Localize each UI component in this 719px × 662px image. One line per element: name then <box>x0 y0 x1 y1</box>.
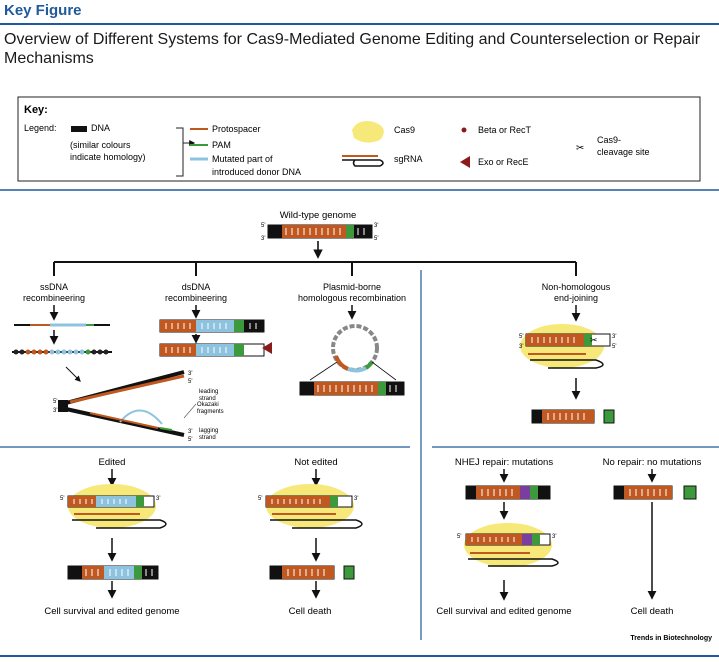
ssdna-arrow-3 <box>65 366 81 382</box>
legend-exo: Exo or RecE <box>478 157 529 167</box>
wild-type-title: Wild-type genome <box>280 210 357 221</box>
nhej-title-2: end-joining <box>554 293 598 303</box>
branch-tree <box>53 261 577 276</box>
not-edited-broken-dna <box>269 565 355 580</box>
plasmid-cross-lines <box>309 361 397 381</box>
beta-swatch <box>461 127 467 133</box>
edited-complex-dna <box>67 495 167 529</box>
dsdna-donor <box>159 319 265 333</box>
not-edited-complex-dna <box>265 495 363 529</box>
scissors-icon: ✂ <box>576 143 584 154</box>
leading-label-2: strand <box>199 396 216 402</box>
key-figure-label: Key Figure <box>4 2 82 19</box>
fork-three: 3' <box>53 408 57 414</box>
dsdna-title-2: recombineering <box>165 293 227 303</box>
figure-title: Overview of Different Systems for Cas9-M… <box>4 31 701 67</box>
sgrna-swatch <box>342 155 384 167</box>
edited-three: 3' <box>156 496 160 502</box>
survival-label-right: Cell survival and edited genome <box>436 606 571 617</box>
nhej-repair-three: 3' <box>552 534 556 540</box>
wt-five-bottom: 5' <box>374 236 378 242</box>
plasmid-genome <box>299 381 405 396</box>
nhej-scissors-icon: ✂ <box>590 335 598 345</box>
legend-pam: PAM <box>212 140 231 150</box>
no-repair-title: No repair: no mutations <box>603 457 702 468</box>
fork-five-bottom: 5' <box>188 437 192 443</box>
dsdna-exo-processed <box>159 342 272 357</box>
survival-label-left: Cell survival and edited genome <box>44 606 179 617</box>
legend-dna-note-1: (similar colours <box>70 140 131 150</box>
top-rule <box>0 23 719 25</box>
okazaki-label-2: fragments <box>197 409 224 415</box>
fork-five-top: 5' <box>188 379 192 385</box>
not-edited-five: 5' <box>258 496 262 502</box>
edited-final-dna <box>67 565 159 580</box>
plasmid-title-1: Plasmid-borne <box>323 282 381 292</box>
fork-three-bottom: 3' <box>188 429 192 435</box>
death-label-right: Cell death <box>631 606 674 617</box>
replication-fork <box>58 370 185 437</box>
ssdna-title-1: ssDNA <box>40 282 68 292</box>
nhej-repaired-dna <box>465 485 551 500</box>
legend-bracket <box>176 127 184 177</box>
okazaki-label-1: Okazaki <box>197 402 219 408</box>
legend-cleavage-2: cleavage site <box>597 147 650 157</box>
plasmid-circle <box>331 324 379 373</box>
edited-five: 5' <box>60 496 64 502</box>
legend-dna-note-2: indicate homology) <box>70 152 146 162</box>
exo-swatch <box>460 156 470 168</box>
legend-dna: DNA <box>91 123 110 133</box>
not-edited-title: Not edited <box>294 457 337 468</box>
not-edited-three: 3' <box>354 496 358 502</box>
legend-cleavage-1: Cas9- <box>597 135 621 145</box>
plasmid-title-2: homologous recombination <box>298 293 406 303</box>
wild-type-dna <box>267 224 373 239</box>
fork-three-top: 3' <box>188 371 192 377</box>
cas9-swatch <box>352 121 384 143</box>
wt-three-bottom: 3' <box>261 236 265 242</box>
fork-five: 5' <box>53 399 57 405</box>
ssdna-title-2: recombineering <box>23 293 85 303</box>
lagging-label-1: lagging <box>199 428 218 434</box>
nhej-five: 5' <box>519 334 523 340</box>
key-heading: Key: <box>24 104 48 116</box>
nhej-broken-dna <box>531 409 615 424</box>
wt-three-top: 3' <box>374 223 378 229</box>
legend-mutated-1: Mutated part of <box>212 154 273 164</box>
nhej-three-b: 3' <box>519 344 523 350</box>
nhej-cut-dna <box>525 333 611 369</box>
edited-title: Edited <box>99 457 126 468</box>
no-repair-broken-dna <box>613 485 697 500</box>
okazaki-pointer <box>183 403 197 419</box>
lagging-label-2: strand <box>199 435 216 441</box>
bottom-rule <box>0 655 719 657</box>
ssdna-beta-coated <box>12 349 112 355</box>
nhej-title-1: Non-homologous <box>542 282 611 292</box>
nhej-three: 3' <box>612 334 616 340</box>
legend-label: Legend: <box>24 123 57 133</box>
nhej-repair-complex <box>465 533 559 567</box>
nhej-repair-five: 5' <box>457 534 461 540</box>
nhej-five-b: 5' <box>612 344 616 350</box>
legend-sgrna: sgRNA <box>394 154 423 164</box>
wt-five-top: 5' <box>261 223 265 229</box>
leading-label-1: leading <box>199 389 218 395</box>
legend-cas9: Cas9 <box>394 125 415 135</box>
legend-beta: Beta or RecT <box>478 125 532 135</box>
legend-protospacer: Protospacer <box>212 124 261 134</box>
journal-credit: Trends in Biotechnology <box>630 635 712 642</box>
legend-mutated-2: introduced donor DNA <box>212 167 301 177</box>
death-label-left: Cell death <box>289 606 332 617</box>
dsdna-title-1: dsDNA <box>182 282 211 292</box>
dna-legend-icon <box>71 126 87 132</box>
nhej-repair-title: NHEJ repair: mutations <box>455 457 553 468</box>
